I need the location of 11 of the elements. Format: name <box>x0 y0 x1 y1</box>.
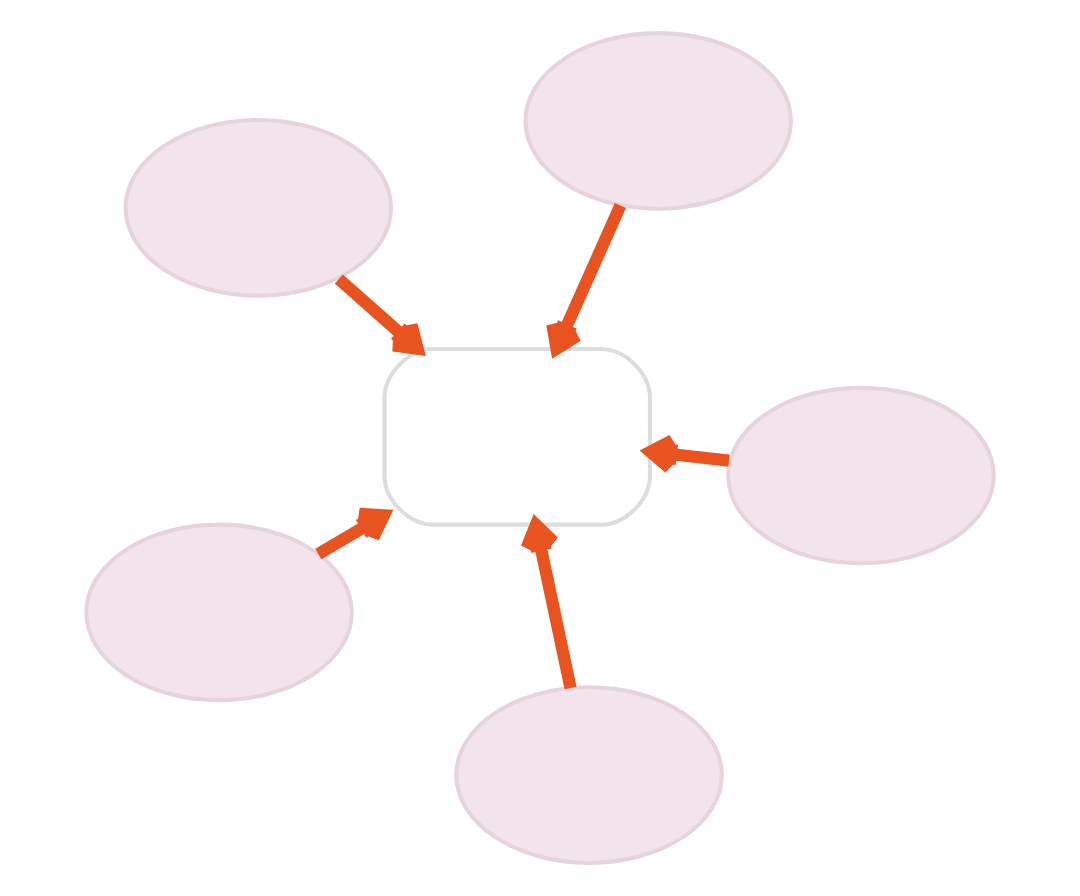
node-circle <box>84 522 354 703</box>
arrow <box>334 274 424 355</box>
arrow <box>520 518 577 690</box>
node-box <box>382 347 652 527</box>
node-circle <box>523 31 793 211</box>
node-circle <box>123 117 394 298</box>
arrow <box>315 507 390 560</box>
arrow <box>546 203 626 355</box>
node-circle <box>454 685 724 865</box>
arrow <box>644 434 730 474</box>
node-circle <box>726 385 996 566</box>
